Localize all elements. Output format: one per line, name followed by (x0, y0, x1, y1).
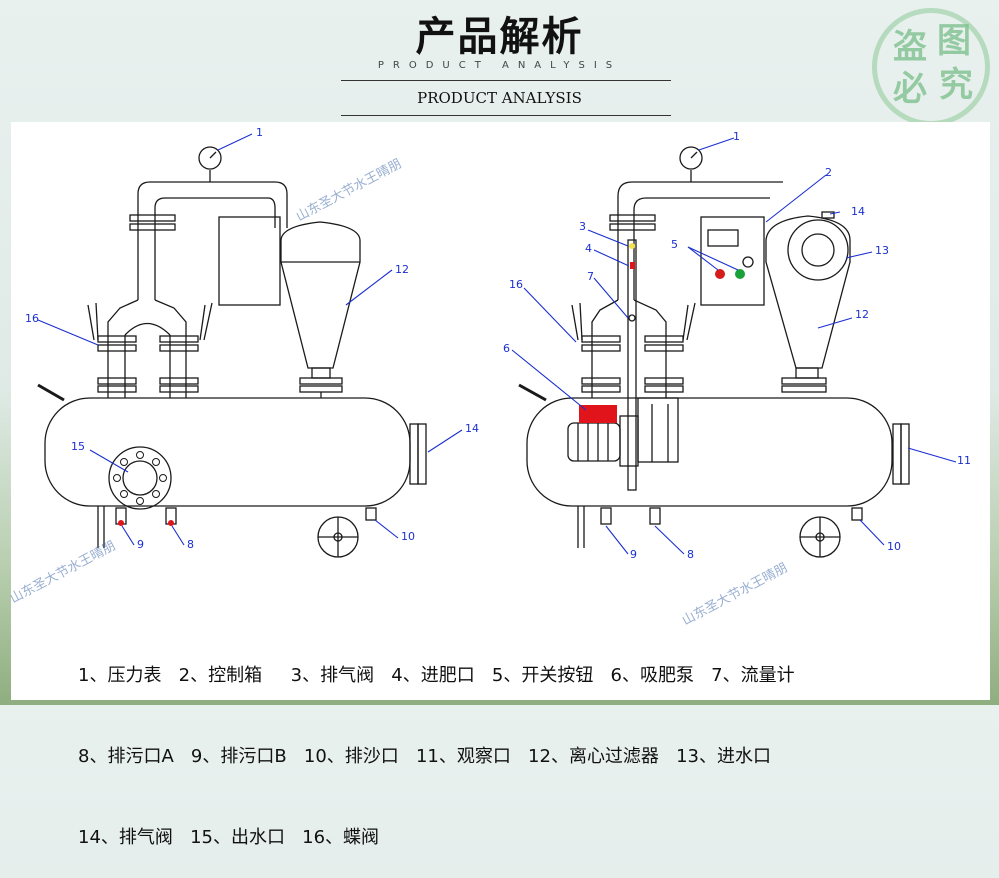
control-box (218, 216, 281, 306)
callout-label: 12 (395, 263, 409, 276)
right-unit-view (518, 146, 910, 558)
page-subtitle: PRODUCT ANALYSIS (417, 89, 582, 107)
left-unit-view (37, 146, 427, 558)
callout-label: 14 (851, 205, 865, 218)
callout-leaders (37, 133, 957, 555)
callout-label: 9 (630, 548, 637, 561)
centrifugal-filter (765, 215, 851, 369)
tank-body (44, 397, 411, 507)
title-divider (341, 115, 671, 116)
legend-line: 1、压力表 2、控制箱 3、排气阀 4、进肥口 5、开关按钮 6、吸肥泵 7、流… (78, 665, 795, 686)
callout-label: 1 (256, 126, 263, 139)
callout-label: 2 (825, 166, 832, 179)
fertilizer-inlet-marker (630, 262, 635, 269)
title-divider (341, 80, 671, 81)
inlet-flange (787, 219, 849, 281)
parts-legend: 1、压力表 2、控制箱 3、排气阀 4、进肥口 5、开关按钮 6、吸肥泵 7、流… (78, 608, 978, 878)
callout-label: 14 (465, 422, 479, 435)
switch-button-red (715, 269, 725, 279)
stamp-char: 图 (937, 21, 971, 61)
callout-label: 8 (187, 538, 194, 551)
callout-label: 15 (71, 440, 85, 453)
stamp-char: 必 (893, 69, 927, 109)
legend-line: 14、排气阀 15、出水口 16、蝶阀 (78, 827, 380, 848)
callout-label: 16 (509, 278, 523, 291)
diagram-panel: 1 12 14 15 16 9 8 10 1 2 3 4 5 7 6 14 13… (11, 122, 990, 700)
callout-label: 8 (687, 548, 694, 561)
callout-label: 9 (137, 538, 144, 551)
stamp-char: 盗 (893, 27, 927, 67)
callout-label: 10 (887, 540, 901, 553)
pressure-gauge (679, 146, 703, 170)
copyright-stamp: 盗 图 必 究 (872, 8, 990, 126)
callout-label: 6 (503, 342, 510, 355)
callout-label: 3 (579, 220, 586, 233)
centrifugal-filter (280, 221, 361, 369)
flow-meter (627, 239, 637, 491)
fertilizer-pump-hopper (579, 405, 617, 423)
control-box (700, 216, 765, 306)
tank-body (526, 397, 893, 507)
page-title: 产品解析 (415, 13, 584, 60)
air-valve-marker (629, 243, 635, 249)
callout-label: 5 (671, 238, 678, 251)
callout-label: 1 (733, 130, 740, 143)
callout-label: 4 (585, 242, 592, 255)
filter-diagram (37, 133, 957, 558)
callout-label: 11 (957, 454, 971, 467)
callout-label: 10 (401, 530, 415, 543)
pressure-gauge (198, 146, 222, 170)
callout-label: 16 (25, 312, 39, 325)
callout-label: 7 (587, 270, 594, 283)
switch-button-green (735, 269, 745, 279)
outlet-flange (108, 446, 172, 510)
callout-label: 13 (875, 244, 889, 257)
legend-line: 8、排污口A 9、排污口B 10、排沙口 11、观察口 12、离心过滤器 13、… (78, 746, 772, 767)
fertilizer-pump (567, 422, 621, 462)
callout-label: 12 (855, 308, 869, 321)
stamp-char: 究 (939, 65, 973, 105)
page-subtitle-spaced: PRODUCT ANALYSIS (377, 60, 622, 71)
header: 产品解析 PRODUCT ANALYSIS PRODUCT ANALYSIS (0, 0, 999, 120)
